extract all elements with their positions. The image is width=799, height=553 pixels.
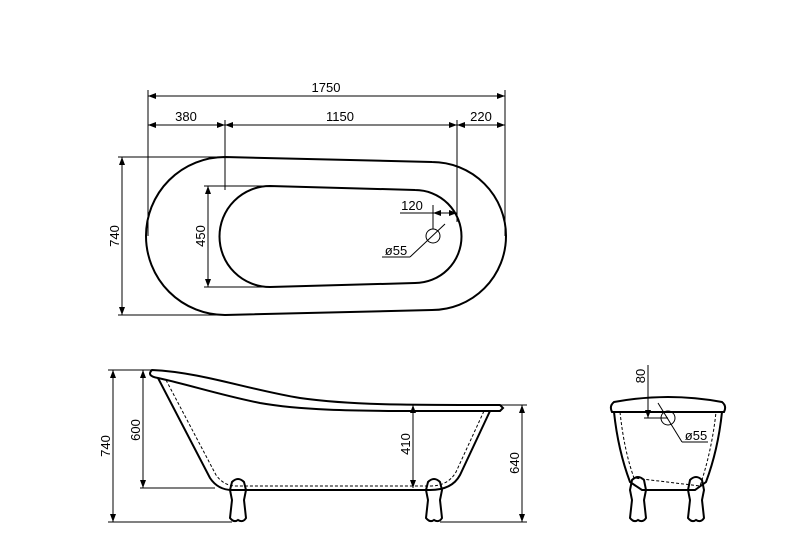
dim-1750: 1750 — [312, 80, 341, 95]
end-foot-right — [686, 476, 706, 523]
top-view: 1750 380 1150 220 740 450 120 ø55 — [107, 80, 507, 317]
dim-220: 220 — [470, 109, 492, 124]
top-outer-outline — [145, 155, 507, 317]
dim-640: 640 — [507, 452, 522, 474]
claw-foot-left — [228, 478, 248, 523]
dim-740-top: 740 — [107, 225, 122, 247]
dim-380: 380 — [175, 109, 197, 124]
end-view: 80 ø55 — [609, 365, 727, 523]
dim-80: 80 — [633, 369, 648, 383]
dim-1150: 1150 — [326, 109, 354, 124]
dim-120: 120 — [401, 198, 423, 213]
side-view: 740 600 410 640 — [98, 368, 527, 523]
dim-600: 600 — [128, 419, 143, 441]
top-inner-outline — [218, 184, 463, 289]
side-body — [157, 377, 491, 491]
side-rim — [149, 368, 505, 412]
dim-740-side: 740 — [98, 435, 113, 457]
dim-450: 450 — [193, 225, 208, 247]
end-foot-left — [628, 476, 648, 523]
end-body — [613, 411, 723, 491]
dim-410: 410 — [398, 433, 413, 455]
dim-overflow-diameter: ø55 — [685, 428, 707, 443]
claw-foot-right — [424, 478, 444, 523]
end-rim — [609, 396, 727, 413]
dim-drain-diameter: ø55 — [385, 243, 407, 258]
end-inner-dashed — [619, 411, 717, 487]
side-inner-dashed — [165, 379, 485, 487]
